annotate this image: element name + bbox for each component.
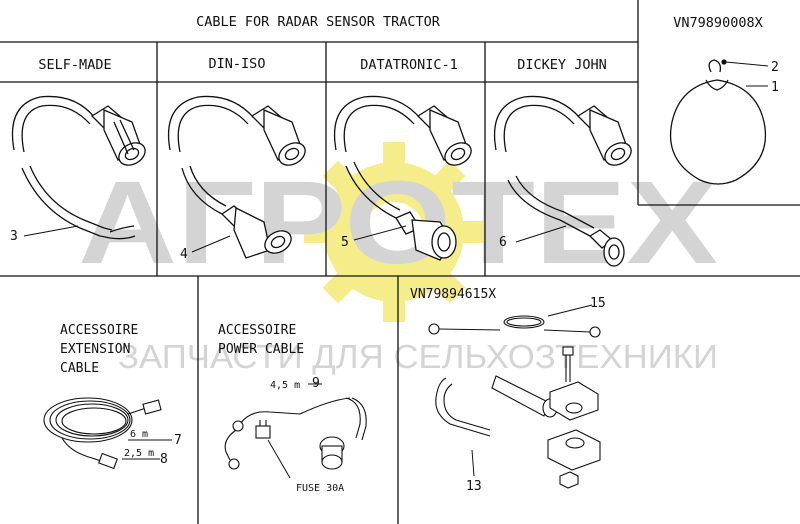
watermark-gear-icon — [304, 142, 484, 322]
datatronic-cable-drawing — [333, 95, 472, 261]
callout-4: 4 — [180, 247, 188, 262]
callout-3: 3 — [10, 229, 18, 244]
part-number-top-right: VN79890008X — [673, 15, 762, 31]
din-iso-cable-drawing — [167, 95, 306, 259]
leader-5 — [353, 225, 407, 241]
leader-6 — [515, 225, 567, 243]
leader-4 — [191, 235, 231, 253]
watermark-logo: АГРОТЕХ — [78, 157, 718, 289]
power-cable-length: 4,5 m — [270, 380, 300, 391]
kit-part-number: VN79894615X — [410, 287, 496, 302]
power-cable-drawing — [224, 397, 367, 470]
callout-2: 2 — [771, 60, 779, 75]
callout-6: 6 — [499, 235, 507, 250]
callout-13: 13 — [466, 479, 482, 494]
callout-1: 1 — [771, 80, 779, 95]
extension-label-line1: ACCESSOIRE — [60, 323, 138, 338]
title: CABLE FOR RADAR SENSOR TRACTOR — [196, 14, 441, 30]
leader-13 — [471, 449, 475, 477]
self-made-cable-drawing — [11, 95, 146, 240]
leader-fuse — [267, 439, 291, 479]
connector-plug-icon — [90, 105, 146, 166]
column-header-din-iso: DIN-ISO — [209, 56, 266, 72]
mounting-kit-drawing — [428, 315, 601, 489]
extension-label-line3: CABLE — [60, 361, 99, 376]
extension-length-short: 2,5 m — [124, 448, 154, 459]
leader-15 — [547, 304, 593, 317]
column-header-self-made: SELF-MADE — [38, 57, 111, 73]
watermark: АГРОТЕХ ЗАПЧАСТИ ДЛЯ СЕЛЬХОЗТЕХНИКИ — [78, 142, 718, 375]
callout-5: 5 — [341, 235, 349, 250]
power-label-line1: ACCESSOIRE — [218, 323, 296, 338]
extension-label-line2: EXTENSION — [60, 342, 130, 357]
watermark-subtitle: ЗАПЧАСТИ ДЛЯ СЕЛЬХОЗТЕХНИКИ — [118, 338, 718, 375]
extension-length-long: 6 m — [130, 429, 148, 440]
leader-3 — [23, 225, 79, 237]
column-header-dickey-john: DICKEY JOHN — [517, 57, 606, 73]
column-header-datatronic: DATATRONIC-1 — [360, 57, 458, 73]
extension-cable-coil-drawing — [43, 397, 162, 470]
leader-2 — [725, 61, 769, 67]
dickey-john-cable-drawing — [493, 95, 632, 267]
callout-8: 8 — [160, 452, 168, 467]
callout-9: 9 — [312, 376, 320, 391]
callout-15: 15 — [590, 296, 606, 311]
callout-7: 7 — [174, 433, 182, 448]
power-label-line2: POWER CABLE — [218, 342, 304, 357]
balloon-cover-drawing — [669, 59, 767, 185]
fuse-label: FUSE 30A — [296, 483, 344, 494]
